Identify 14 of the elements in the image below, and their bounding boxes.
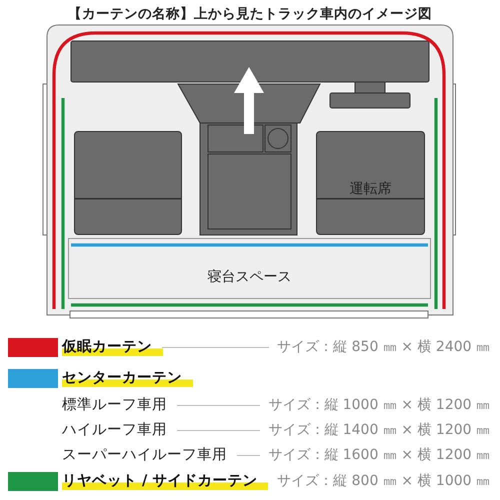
size-text: サイズ：縦 1000 ㎜ × 横 1200 ㎜ xyxy=(268,396,490,415)
seat-box xyxy=(316,131,425,235)
size-text: サイズ：縦 1400 ㎜ × 横 1200 ㎜ xyxy=(268,421,490,440)
seat-box xyxy=(74,131,182,235)
roof-type-label: スーパーハイルーフ車用 xyxy=(62,446,227,465)
bed-space-box xyxy=(68,238,431,299)
diagram-title: 【カーテンの名称】上から見たトラック車内のイメージ図 xyxy=(68,5,432,23)
size-text: サイズ：縦 800 ㎜ × 横 1000 ㎜ xyxy=(277,472,490,491)
size-text: サイズ：縦 850 ㎜ × 横 2400 ㎜ xyxy=(277,338,490,357)
area-label: 寝台スペース xyxy=(208,268,292,287)
size-text: サイズ：縦 1600 ㎜ × 横 1200 ㎜ xyxy=(268,446,490,465)
roof-type-label: ハイルーフ車用 xyxy=(62,421,167,440)
seat-label: 運転席 xyxy=(350,180,392,199)
roof-type-label: 標準ルーフ車用 xyxy=(62,396,167,415)
